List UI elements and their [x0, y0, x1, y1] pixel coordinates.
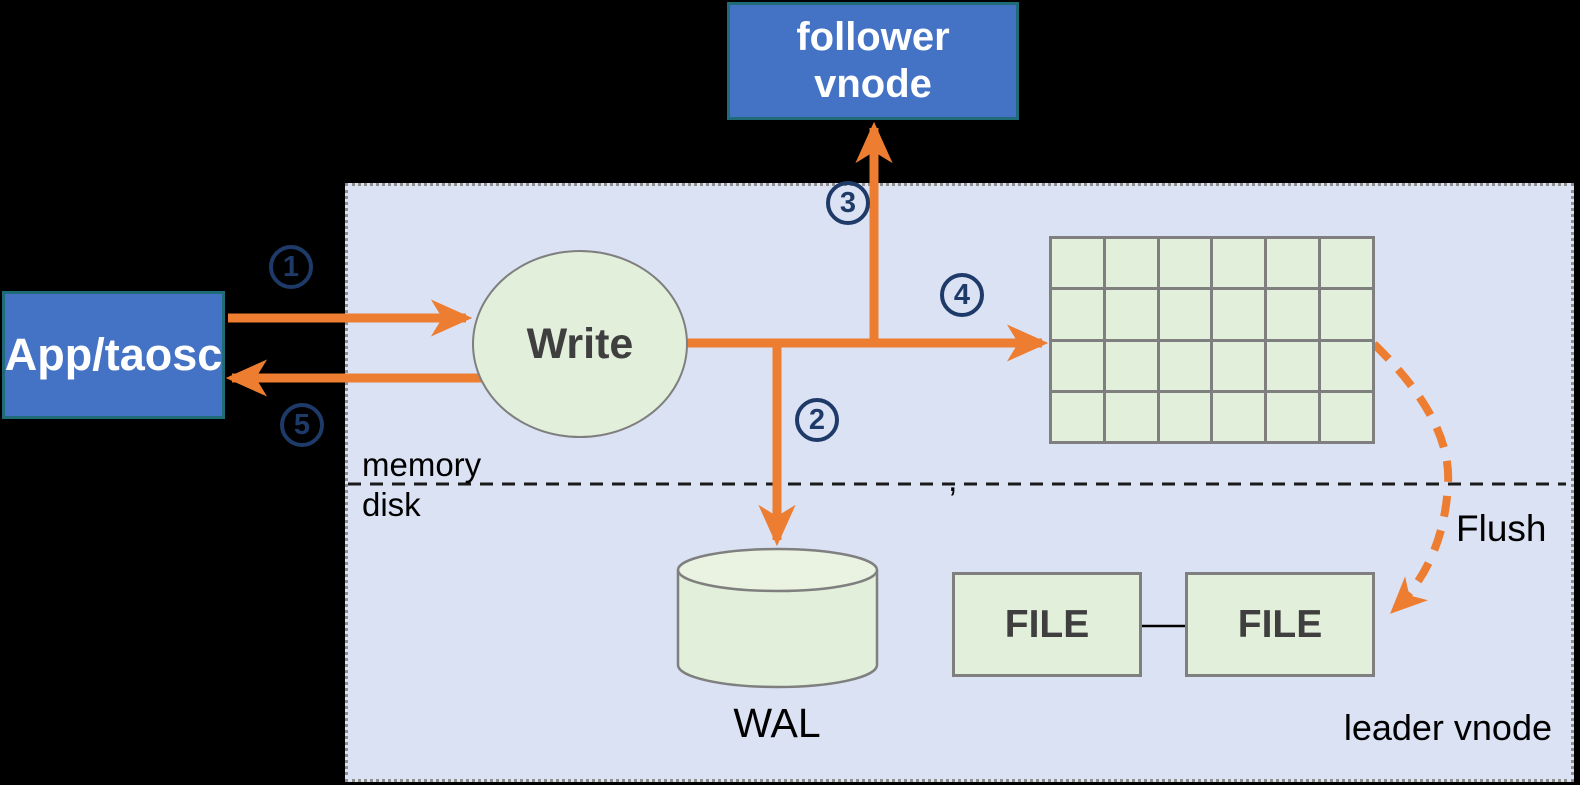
app-taosc-box: App/taosc [2, 291, 225, 419]
file-left-label: FILE [1004, 602, 1090, 646]
file-box-left: FILE [952, 572, 1142, 677]
file-box-right: FILE [1185, 572, 1375, 677]
flush-label: Flush [1456, 508, 1547, 549]
leader-vnode-label: leader vnode [1343, 707, 1552, 748]
follower-vnode-label: follower vnode [796, 15, 950, 106]
write-circle: Write [472, 250, 688, 438]
write-label: Write [526, 319, 634, 368]
step-badge-2: 2 [795, 398, 839, 442]
memory-label: memory [362, 446, 482, 483]
memtable-grid [1049, 236, 1375, 444]
step-5-number: 5 [293, 408, 311, 441]
file-right-label: FILE [1237, 602, 1323, 646]
step-badge-3: 3 [826, 181, 870, 225]
step-2-number: 2 [808, 403, 826, 436]
step-badge-1: 1 [269, 245, 313, 289]
disk-label: disk [362, 486, 421, 523]
wal-label: WAL [733, 700, 821, 746]
follower-vnode-box: follower vnode [727, 2, 1019, 120]
step-1-number: 1 [282, 250, 300, 283]
stray-comma: , [948, 461, 958, 499]
step-badge-5: 5 [280, 403, 324, 447]
step-3-number: 3 [839, 186, 857, 219]
step-4-number: 4 [953, 278, 971, 311]
app-taosc-label: App/taosc [4, 329, 223, 380]
step-badge-4: 4 [940, 273, 984, 317]
